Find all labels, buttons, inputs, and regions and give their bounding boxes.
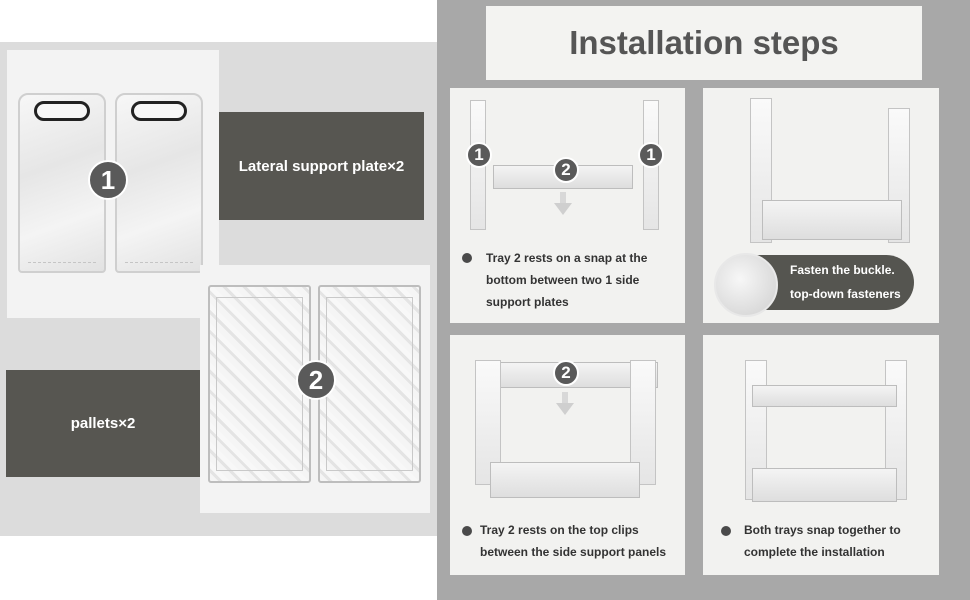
number-badge-2: 2: [296, 360, 336, 400]
side-plate-image: [630, 360, 656, 485]
handle-slot: [34, 101, 90, 121]
bullet-icon: [721, 526, 731, 536]
fasten-callout: Fasten the buckle. top-down fasteners: [714, 253, 914, 317]
page-title: Installation steps: [486, 6, 922, 80]
bullet-icon: [462, 526, 472, 536]
arrow-down-icon: [556, 403, 574, 415]
bullet-icon: [462, 253, 472, 263]
step-4-text: Both trays snap together to complete the…: [744, 523, 901, 559]
step-1-marker: 1: [466, 142, 492, 168]
step-1-marker: 2: [553, 157, 579, 183]
step-1-marker: 1: [638, 142, 664, 168]
number-badge-1: 1: [88, 160, 128, 200]
step-3-marker: 2: [553, 360, 579, 386]
pallets-label: pallets×2: [6, 370, 200, 477]
arrow-down-icon: [554, 203, 572, 215]
step-1-text: Tray 2 rests on a snap at the bottom bet…: [486, 251, 648, 309]
lateral-plate-label: Lateral support plate×2: [219, 112, 424, 220]
step-3-text: Tray 2 rests on the top clips between th…: [480, 523, 667, 559]
handle-slot: [131, 101, 187, 121]
tray-image: [752, 385, 897, 407]
lateral-plate-image: [115, 93, 203, 273]
tray-image: [752, 468, 897, 502]
tray-image: [490, 462, 640, 498]
tray-image: [762, 200, 902, 240]
buckle-closeup-image: [714, 253, 778, 317]
